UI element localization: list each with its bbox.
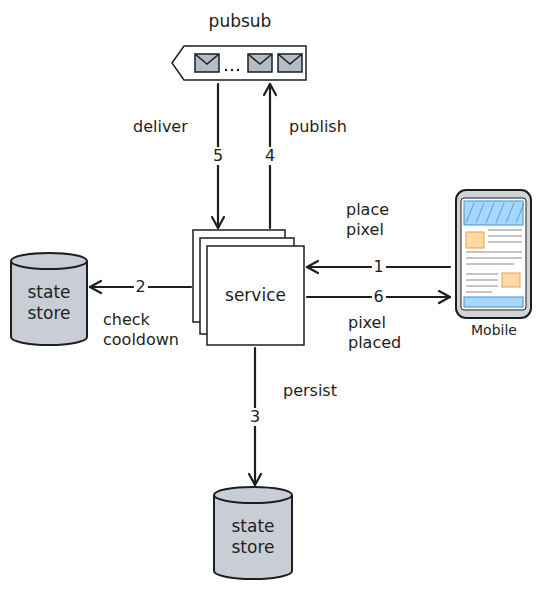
screen-footer <box>464 297 523 307</box>
step-description: deliver <box>133 117 213 137</box>
cylinder-rim <box>214 495 292 503</box>
phone-screen <box>461 198 526 310</box>
phone-outline <box>452 188 536 340</box>
screen-text-line <box>488 236 522 237</box>
callout-number: 4 <box>263 147 277 165</box>
step-description: pixel placed <box>348 313 412 353</box>
datastore-cylinder: state store <box>213 487 293 579</box>
queue-dot <box>237 69 239 71</box>
envelope-flap <box>195 54 219 64</box>
envelope-icon <box>195 54 219 72</box>
screen-banner <box>464 201 523 225</box>
cylinder-body <box>11 253 87 345</box>
screen-hatch <box>486 203 494 223</box>
phone-body <box>456 190 531 318</box>
screen-image <box>466 232 484 248</box>
envelope-icon <box>278 54 302 72</box>
envelope-flap <box>248 54 272 64</box>
cylinder-body <box>214 487 292 579</box>
callout-number: 2 <box>133 278 147 296</box>
screen-text-line <box>466 274 498 275</box>
screen-image <box>502 273 520 287</box>
arrow-head <box>307 261 318 273</box>
step-description: persist <box>283 381 363 401</box>
screen-hatch <box>466 203 474 223</box>
cylinder-rim <box>11 261 87 269</box>
node-label: pubsub <box>170 8 310 34</box>
queue-node: pubsub <box>170 4 310 82</box>
mobile-client: Mobile <box>452 188 536 340</box>
screen-text-line <box>466 264 514 265</box>
node-label: state store <box>215 503 291 571</box>
envelope-flap <box>278 54 302 64</box>
screen-hatch <box>516 203 524 223</box>
screen-text-line <box>466 252 522 253</box>
node-label: state store <box>12 269 86 337</box>
datastore-cylinder: state store <box>10 253 88 345</box>
screen-hatch <box>496 203 504 223</box>
arrow-head <box>90 281 101 293</box>
service-box: service <box>193 230 305 346</box>
arrow-head <box>249 474 261 485</box>
step-description: check cooldown <box>103 310 198 350</box>
screen-text-line <box>466 292 492 293</box>
step-description: place pixel <box>346 200 408 240</box>
node-label: service <box>207 246 304 345</box>
screen-hatch <box>506 203 514 223</box>
callout-number: 3 <box>248 408 262 426</box>
stack-front <box>207 246 304 345</box>
screen-text-line <box>466 258 522 259</box>
screen-text-line <box>488 242 522 243</box>
envelope-icon <box>248 54 272 72</box>
queue-dot <box>231 69 233 71</box>
step-description: publish <box>289 117 369 137</box>
screen-hatch <box>476 203 484 223</box>
arrow-head <box>439 291 450 303</box>
screen-text-line <box>488 230 522 231</box>
callout-number: 1 <box>371 258 385 276</box>
screen-text-line <box>466 280 498 281</box>
queue-outline <box>172 46 306 80</box>
arrow-head <box>212 217 224 228</box>
arrow-head <box>264 84 276 95</box>
callout-number: 5 <box>211 147 225 165</box>
callout-number: 6 <box>371 288 385 306</box>
node-label: Mobile <box>442 320 546 340</box>
queue-dot <box>225 69 227 71</box>
screen-text-line <box>466 286 498 287</box>
